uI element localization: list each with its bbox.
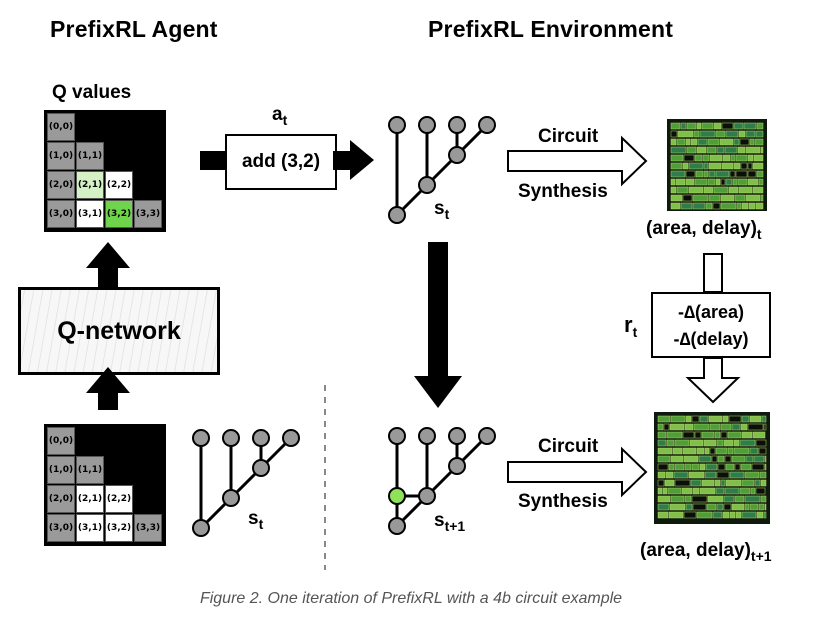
state-t1-label: st+1 [434,510,466,534]
synthesis-top-line1: Circuit [538,126,599,147]
graph-node [388,206,406,224]
graph-node [388,427,406,445]
graph-edge [199,496,233,530]
q-network-label: Q-network [57,316,181,345]
graph-node [448,457,466,475]
circuit-layout-top [667,119,767,211]
q-cell: (3,1) [76,514,104,542]
graph-edge [395,494,429,528]
state-t-label-bottom: st [248,508,264,532]
graph-node [252,429,270,447]
q-cell: (2,0) [47,485,75,513]
q-values-grid-bottom: (0,0)(1,0)(1,1)(2,0)(2,1)(2,2) (3,0)(3,1)… [44,424,166,546]
action-box: add (3,2) [225,134,337,190]
q-cell: (3,2) [105,514,133,542]
graph-node [282,429,300,447]
result-t1: (area, delay)t+1 [640,540,772,564]
q-cell: (3,0) [47,200,75,228]
graph-node [448,116,466,134]
q-cell: (1,1) [76,142,104,170]
reward-area: -∆(area) [677,302,745,322]
environment-header: PrefixRL Environment [428,16,674,42]
figure-caption: Figure 2. One iteration of PrefixRL with… [199,590,623,607]
q-cell: (2,0) [47,171,75,199]
reward-label: rt [624,312,638,340]
reward-arrow-bottom [685,357,741,404]
synthesis-top-line2: Synthesis [518,181,608,202]
circuit-layout-bottom [654,412,770,524]
graph-node [478,116,496,134]
result-t: (area, delay)t [646,218,762,242]
q-cell: (0,0) [47,427,75,455]
action-arrow-head [333,140,374,180]
q-values-grid-top: (0,0)(1,0)(1,1)(2,0)(2,1)(2,2) (3,0)(3,1)… [44,110,166,232]
state-t-label-top: st [434,198,450,222]
synthesis-bottom-line1: Circuit [538,436,599,457]
graph-edge [395,183,429,217]
q-cell: (2,2) [105,485,133,513]
graph-node [388,517,406,535]
q-cell: (1,1) [76,456,104,484]
graph-edge [455,123,489,157]
q-cell: (2,1) [76,485,104,513]
q-values-label: Q values [52,82,132,103]
graph-node [418,116,436,134]
q-network-box: Q-network [18,287,220,375]
agent-header: PrefixRL Agent [50,16,218,42]
graph-node [222,429,240,447]
reward-box: -∆(area) -∆(delay) [651,292,771,358]
prefix-graph-bottom-left [192,429,300,537]
q-cell: (3,0) [47,514,75,542]
graph-node [192,519,210,537]
graph-node [222,489,240,507]
graph-edge [259,436,293,470]
synthesis-bottom-line2: Synthesis [518,491,608,512]
qnet-to-qvalues-arrow [86,242,130,287]
q-cell: (1,0) [47,142,75,170]
reward-delay: -∆(delay) [673,329,749,349]
q-cell: (0,0) [47,113,75,141]
graph-node [192,429,210,447]
action-text: add (3,2) [241,151,321,172]
reward-arrow-top [703,253,723,293]
graph-node [448,146,466,164]
graph-node [418,427,436,445]
q-cell: (3,3) [134,200,162,228]
added-node [388,487,406,505]
graph-node [252,459,270,477]
q-cell: (2,2) [105,171,133,199]
q-cell: (1,0) [47,456,75,484]
graph-node [388,116,406,134]
q-cell: (3,3) [134,514,162,542]
action-label: at [272,104,288,128]
q-cell: (2,1) [76,171,104,199]
graph-edge [425,464,459,498]
q-cell: (3,2) [105,200,133,228]
state-transition-arrow [414,242,462,408]
graph-edge [455,434,489,468]
graph-node [418,487,436,505]
graph-node [448,427,466,445]
graph-node [418,176,436,194]
graph-edge [229,466,263,500]
graph-node [478,427,496,445]
graph-edge [425,153,459,187]
q-cell: (3,1) [76,200,104,228]
